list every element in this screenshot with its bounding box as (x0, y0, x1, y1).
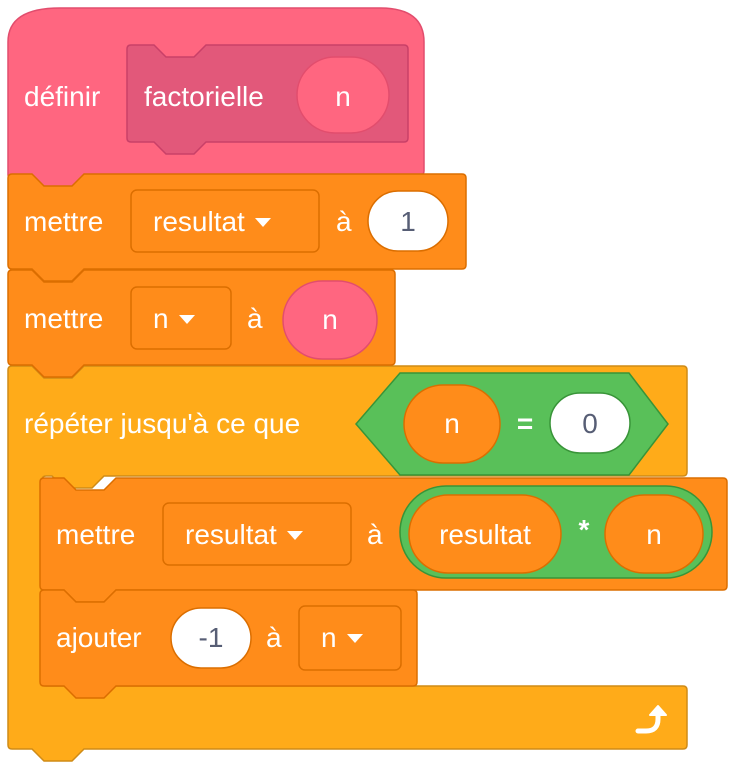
dropdown-arrow-icon (286, 530, 303, 540)
to-keyword: à (266, 622, 282, 653)
param-n-value-label: n (322, 304, 338, 335)
param-n-label: n (335, 81, 351, 112)
variable-label-n: n (321, 624, 363, 652)
mult-right-label: n (646, 519, 662, 550)
param-n-reporter[interactable] (296, 56, 390, 134)
to-keyword: à (247, 303, 263, 334)
repeat-until-keyword: répéter jusqu'à ce que (24, 408, 301, 439)
condition-value-input-0[interactable] (549, 392, 631, 454)
condition-n-reporter[interactable] (403, 384, 501, 464)
value-input-1[interactable] (367, 190, 449, 252)
multiply-operator-label: * (578, 514, 590, 545)
dropdown-arrow-icon (178, 314, 195, 324)
mult-n-reporter[interactable] (604, 494, 704, 574)
variable-dropdown-resultat[interactable] (130, 189, 320, 253)
variable-name: resultat (185, 519, 277, 550)
dropdown-arrow-icon (346, 633, 363, 643)
to-keyword: à (336, 206, 352, 237)
loop-arrow-icon (635, 705, 667, 734)
dropdown-arrow-icon (254, 217, 271, 227)
to-keyword: à (367, 519, 383, 550)
variable-label-n: n (153, 305, 195, 333)
define-keyword: définir (24, 81, 101, 112)
variable-dropdown-resultat-inner[interactable] (162, 502, 352, 566)
set-keyword: mettre (56, 519, 136, 550)
condition-left-label: n (444, 408, 460, 439)
equals-operator-label: = (516, 408, 534, 439)
set-keyword: mettre (24, 206, 104, 237)
procedure-name: factorielle (144, 81, 264, 112)
value-text-minus1: -1 (198, 622, 224, 653)
value-input-minus1[interactable] (170, 607, 252, 669)
change-keyword: ajouter (56, 622, 142, 653)
mult-left-label: resultat (439, 519, 531, 550)
condition-right-label: 0 (582, 408, 598, 439)
variable-name: n (153, 303, 169, 334)
value-text-1: 1 (400, 206, 416, 237)
set-keyword: mettre (24, 303, 104, 334)
param-n-reporter-value[interactable] (282, 280, 378, 360)
variable-label-resultat: resultat (153, 208, 271, 236)
variable-name: resultat (153, 206, 245, 237)
mult-resultat-reporter[interactable] (408, 494, 562, 574)
variable-label-resultat: resultat (185, 521, 303, 549)
variable-name: n (321, 622, 337, 653)
